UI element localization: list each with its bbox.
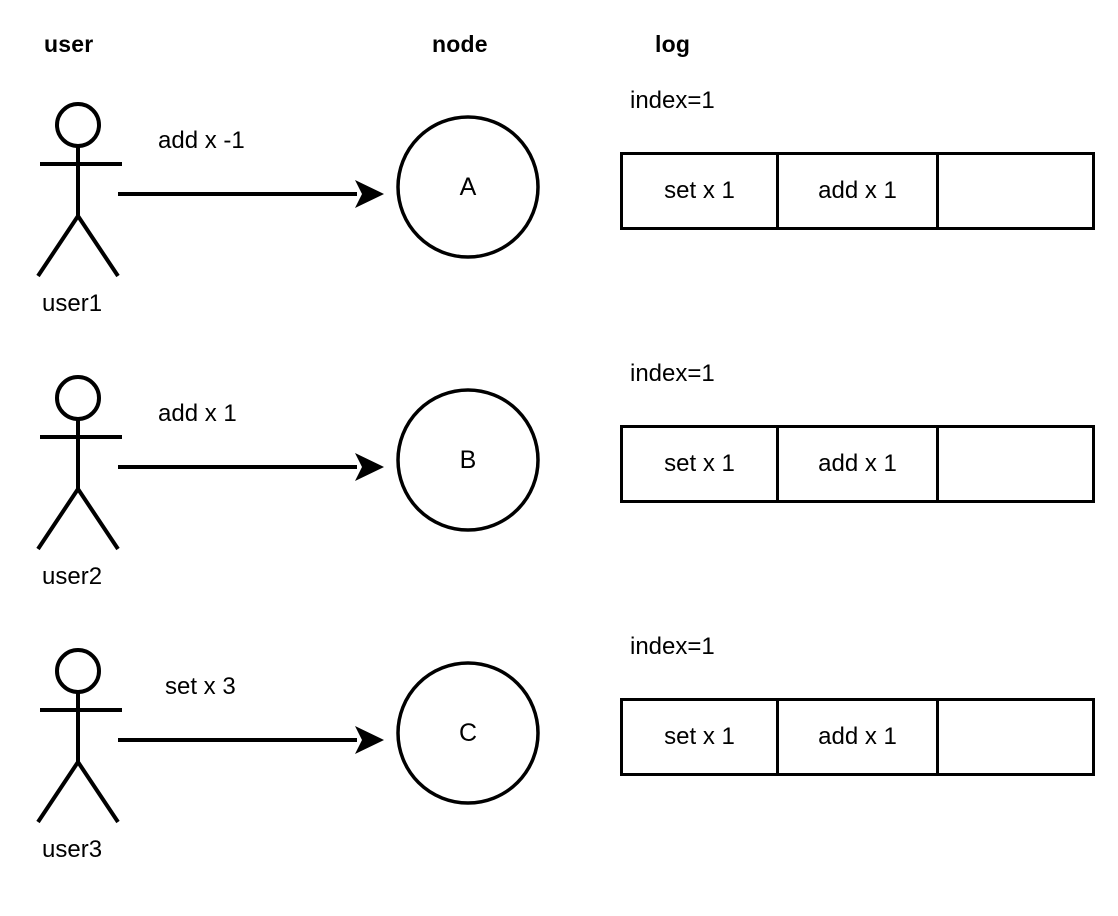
log-entry-cell: add x 1 bbox=[779, 155, 939, 227]
diagram-row: user2 add x 1 B index=1 set x 1 add x 1 bbox=[0, 273, 1118, 589]
arrow-label: add x -1 bbox=[158, 127, 245, 154]
stick-figure-icon bbox=[36, 375, 122, 551]
log-entry-cell: set x 1 bbox=[623, 701, 779, 773]
arrow-label: add x 1 bbox=[158, 400, 237, 427]
column-header-user: user bbox=[44, 31, 94, 57]
stick-figure-icon bbox=[36, 648, 122, 824]
diagram-row: user3 set x 3 C index=1 set x 1 add x 1 bbox=[0, 546, 1118, 862]
message-arrow-icon bbox=[118, 726, 384, 754]
log-entry-cell: add x 1 bbox=[779, 428, 939, 500]
column-header-log: log bbox=[655, 31, 691, 57]
arrow-label: set x 3 bbox=[165, 673, 236, 700]
log-table: set x 1 add x 1 bbox=[620, 425, 1095, 503]
diagram-row: user1 add x -1 A index=1 set x 1 add x 1 bbox=[0, 0, 1118, 316]
log-entry-cell: set x 1 bbox=[623, 428, 779, 500]
actor-label: user2 bbox=[42, 563, 103, 590]
column-header-node: node bbox=[432, 31, 488, 57]
node-circle bbox=[396, 115, 540, 259]
log-empty-cell bbox=[939, 701, 1092, 773]
log-index-label: index=1 bbox=[630, 360, 715, 387]
actor-label: user3 bbox=[42, 836, 103, 863]
message-arrow-icon bbox=[118, 453, 384, 481]
log-empty-cell bbox=[939, 155, 1092, 227]
stick-figure-icon bbox=[36, 102, 122, 278]
actor-label: user1 bbox=[42, 290, 103, 317]
log-table: set x 1 add x 1 bbox=[620, 152, 1095, 230]
log-table: set x 1 add x 1 bbox=[620, 698, 1095, 776]
message-arrow-icon bbox=[118, 180, 384, 208]
node-circle bbox=[396, 661, 540, 805]
node-circle bbox=[396, 388, 540, 532]
log-entry-cell: add x 1 bbox=[779, 701, 939, 773]
log-entry-cell: set x 1 bbox=[623, 155, 779, 227]
log-index-label: index=1 bbox=[630, 633, 715, 660]
log-empty-cell bbox=[939, 428, 1092, 500]
log-index-label: index=1 bbox=[630, 87, 715, 114]
